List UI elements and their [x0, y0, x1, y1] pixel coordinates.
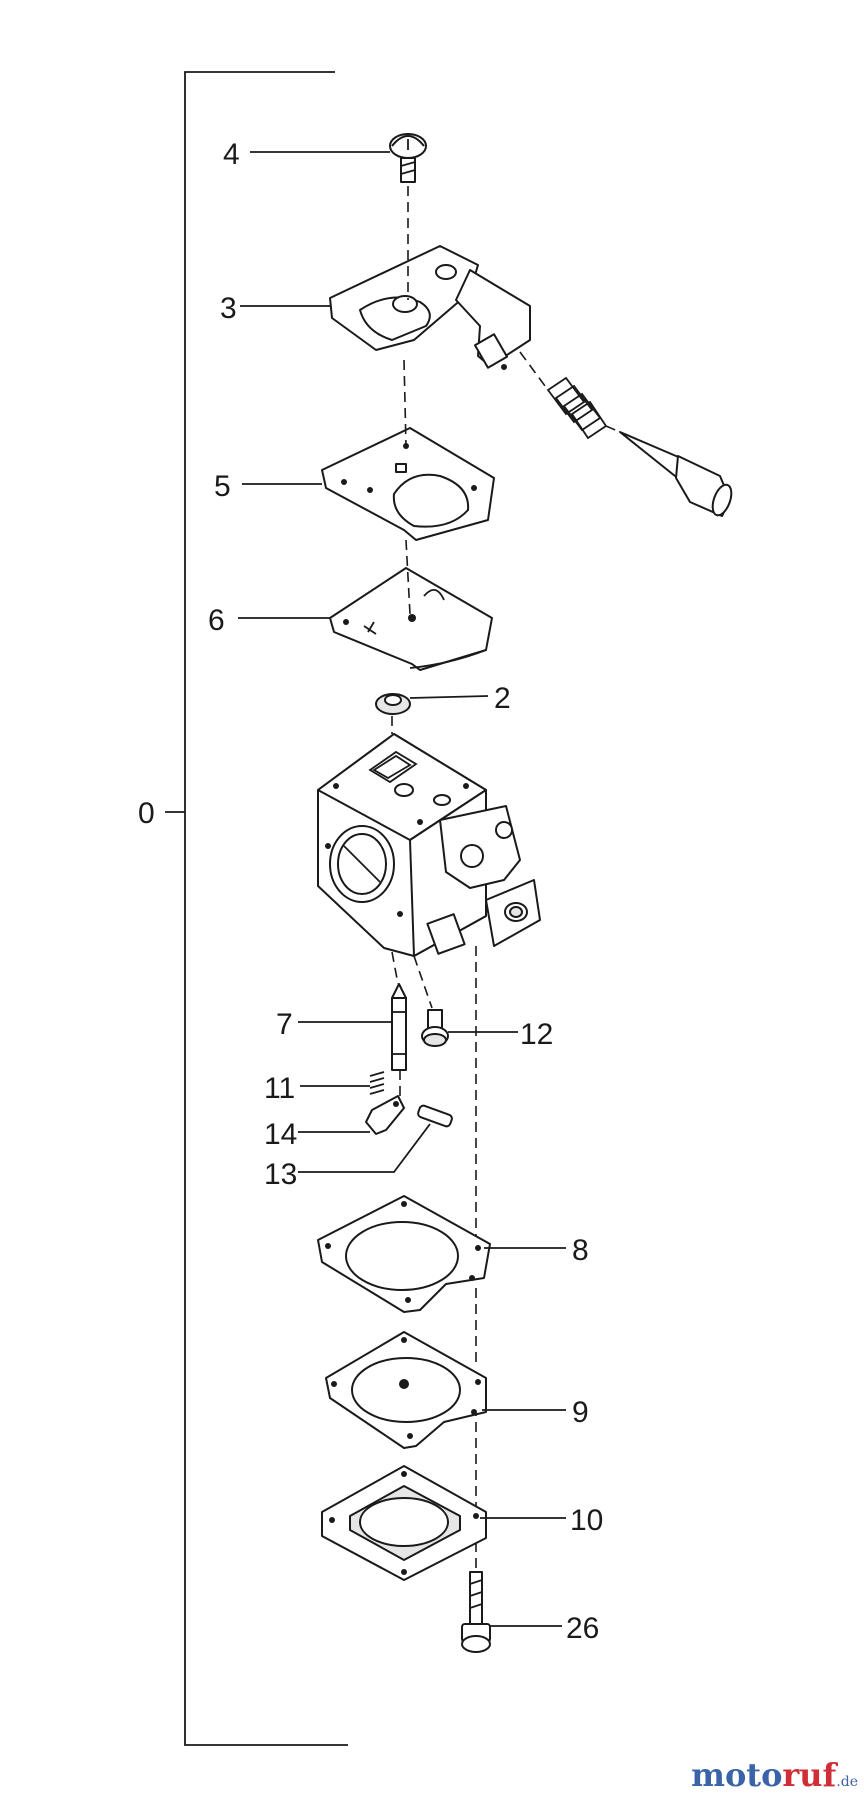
callout-12: 12: [520, 1018, 553, 1051]
callout-3: 3: [220, 292, 237, 325]
site-watermark-logo: motoruf.de: [691, 1756, 858, 1794]
part-3-cover: [329, 245, 531, 370]
callout-14: 14: [264, 1118, 297, 1151]
watermark-part3: .de: [836, 1774, 858, 1790]
part-26-screw: [461, 1571, 491, 1653]
part-11-spring: [369, 1071, 385, 1095]
callout-8: 8: [572, 1234, 589, 1267]
part-mixture-spring: [546, 376, 608, 440]
callout-9: 9: [572, 1396, 589, 1429]
part-13-pin: [417, 1104, 453, 1128]
part-4-screw: [389, 133, 427, 183]
watermark-part1: moto: [691, 1756, 783, 1794]
part-mixture-needle: [619, 431, 733, 517]
part-8-gasket: [317, 1195, 491, 1313]
part-7-needle-valve: [391, 983, 407, 1071]
part-6-diaphragm: [329, 567, 493, 671]
callout-13: 13: [264, 1158, 297, 1191]
part-10-cover: [321, 1465, 487, 1581]
leader-lines: [238, 151, 566, 1627]
part-2-nut: [375, 693, 411, 715]
watermark-part2: ruf: [782, 1756, 837, 1794]
callout-6: 6: [208, 604, 225, 637]
part-9-diaphragm: [325, 1331, 487, 1449]
part-5-gasket: [321, 427, 495, 541]
carburetor-body: [317, 733, 541, 957]
part-14-lever: [365, 1095, 405, 1135]
callout-26: 26: [566, 1612, 599, 1645]
callout-11: 11: [264, 1072, 295, 1105]
callout-2: 2: [494, 682, 511, 715]
callout-labels: 4 3 5 6 2 7 12 11 14 13 8 9 10 26: [208, 138, 603, 1645]
callout-4: 4: [223, 138, 240, 171]
part-12-screw: [421, 1009, 449, 1047]
callout-7: 7: [276, 1008, 293, 1041]
assembly-label: 0: [138, 797, 155, 830]
assembly-bracket: 0: [138, 71, 348, 1746]
callout-10: 10: [570, 1504, 603, 1537]
callout-5: 5: [214, 470, 231, 503]
